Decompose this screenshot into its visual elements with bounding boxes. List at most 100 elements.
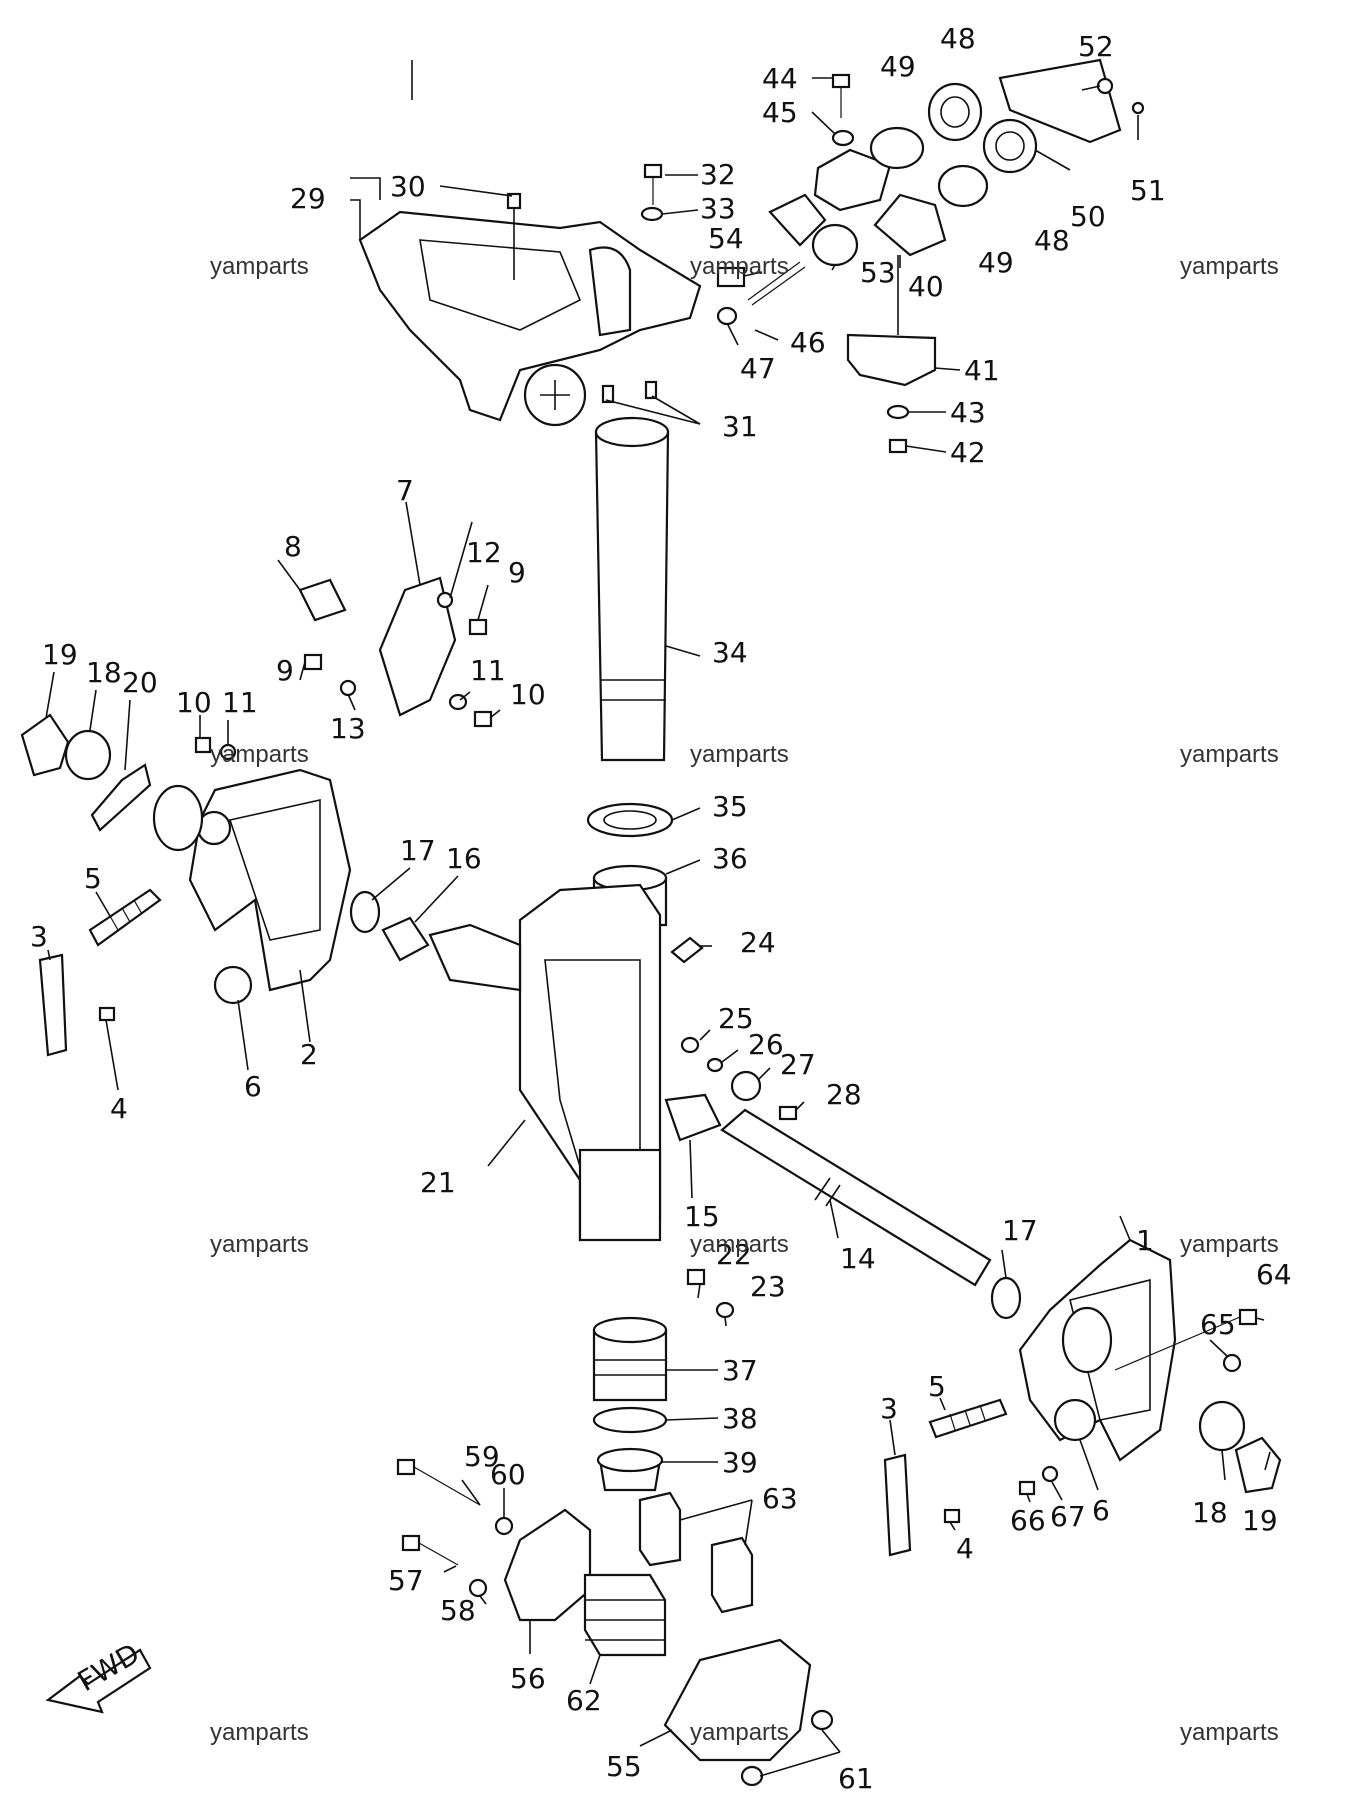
- watermark: yamparts: [1180, 741, 1279, 768]
- washer-33: [640, 206, 664, 222]
- stopper-24: [670, 936, 704, 964]
- part-label: 64: [1256, 1258, 1292, 1291]
- part-label: 63: [762, 1482, 798, 1515]
- part-label: 45: [762, 96, 798, 129]
- plate-7: [378, 576, 457, 717]
- nut-18a: [64, 729, 112, 781]
- nut-18b: [1198, 1400, 1246, 1452]
- washer-17a: [349, 890, 381, 934]
- part-label: 32: [700, 158, 736, 191]
- nut-42: [888, 438, 908, 454]
- part-label: 5: [928, 1370, 946, 1403]
- nut-61b: [740, 1765, 764, 1787]
- watermark: yamparts: [1180, 1231, 1279, 1258]
- damper-stack-62: [583, 1573, 667, 1657]
- part-label: 18: [86, 656, 122, 689]
- bracket-41: [846, 333, 937, 387]
- part-label: 48: [1034, 224, 1070, 257]
- clamp-bracket-left: [188, 768, 352, 992]
- collar-53a: [768, 193, 827, 247]
- part-label: 19: [42, 638, 78, 671]
- part-label: 62: [566, 1684, 602, 1717]
- lever-block: [813, 148, 892, 212]
- bushing-6b: [1053, 1398, 1097, 1442]
- washer-43: [886, 404, 910, 420]
- plate-50: [998, 58, 1122, 144]
- washer-67: [1041, 1465, 1059, 1483]
- washer-12: [436, 591, 454, 609]
- washer-65: [1222, 1353, 1242, 1373]
- bushing-16: [381, 916, 430, 962]
- part-label: 46: [790, 326, 826, 359]
- part-label: 61: [838, 1762, 874, 1795]
- watermark: yamparts: [1180, 253, 1279, 280]
- part-label: 9: [508, 556, 526, 589]
- part-label: 25: [718, 1002, 754, 1035]
- part-label: 10: [510, 678, 546, 711]
- part-label: 16: [446, 842, 482, 875]
- bolt-22: [686, 1268, 706, 1286]
- block-63a: [638, 1491, 682, 1567]
- part-label: 5: [84, 862, 102, 895]
- cover-55: [663, 1638, 812, 1762]
- part-label: 18: [1192, 1496, 1228, 1529]
- plate-20: [90, 763, 152, 832]
- part-label: 58: [440, 1594, 476, 1627]
- part-label: 24: [740, 926, 776, 959]
- part-label: 65: [1200, 1308, 1236, 1341]
- watermark: yamparts: [690, 253, 789, 280]
- part-labels: 1 2 3 3 4 4 5 5 6 6 7 8 9 9 10 10 11 11 …: [30, 22, 1292, 1795]
- part-label: 52: [1078, 30, 1114, 63]
- watermark: yamparts: [210, 1231, 309, 1258]
- part-label: 49: [978, 246, 1014, 279]
- part-label: 9: [276, 654, 294, 687]
- part-label: 12: [466, 536, 502, 569]
- spacer-27: [730, 1070, 762, 1102]
- part-label: 2: [300, 1038, 318, 1071]
- watermark: yamparts: [1180, 1719, 1279, 1746]
- part-label: 21: [420, 1166, 456, 1199]
- nut-66: [1018, 1480, 1036, 1496]
- fwd-arrow: FWD: [45, 1637, 152, 1714]
- washer-45: [831, 129, 855, 147]
- part-label: 37: [722, 1354, 758, 1387]
- part-label: 56: [510, 1662, 546, 1695]
- block-63b: [710, 1536, 754, 1614]
- bolt-25: [680, 1036, 700, 1054]
- part-label: 44: [762, 62, 798, 95]
- part-label: 22: [716, 1238, 752, 1271]
- part-label: 49: [880, 50, 916, 83]
- leader-lines: [45, 60, 1271, 1777]
- nut-52: [1096, 77, 1114, 95]
- part-label: 36: [712, 842, 748, 875]
- part-label: 53: [860, 256, 896, 289]
- part-label: 11: [222, 686, 258, 719]
- part-label: 34: [712, 636, 748, 669]
- tube-end-right: [1061, 1306, 1113, 1374]
- part-label: 35: [712, 790, 748, 823]
- bolt-9b: [303, 653, 323, 671]
- part-label: 59: [464, 1440, 500, 1473]
- part-label: 3: [30, 920, 48, 953]
- screw-28: [778, 1105, 798, 1121]
- watermark: yamparts: [690, 1231, 789, 1258]
- part-label: 13: [330, 712, 366, 745]
- part-label: 40: [908, 270, 944, 303]
- part-label: 50: [1070, 200, 1106, 233]
- part-label: 60: [490, 1458, 526, 1491]
- bolt-59-head: [396, 1458, 416, 1476]
- part-label: 26: [748, 1028, 784, 1061]
- nut-61a: [810, 1709, 834, 1731]
- part-label: 14: [840, 1242, 876, 1275]
- spacer-8: [298, 578, 347, 622]
- part-label: 6: [244, 1070, 262, 1103]
- washer-58: [468, 1578, 488, 1598]
- part-label: 67: [1050, 1500, 1086, 1533]
- bolt-32: [643, 163, 663, 179]
- lever-3a: [38, 953, 68, 1057]
- part-label: 1: [1136, 1224, 1154, 1257]
- ring-49: [869, 126, 925, 170]
- bolt-44: [831, 73, 851, 89]
